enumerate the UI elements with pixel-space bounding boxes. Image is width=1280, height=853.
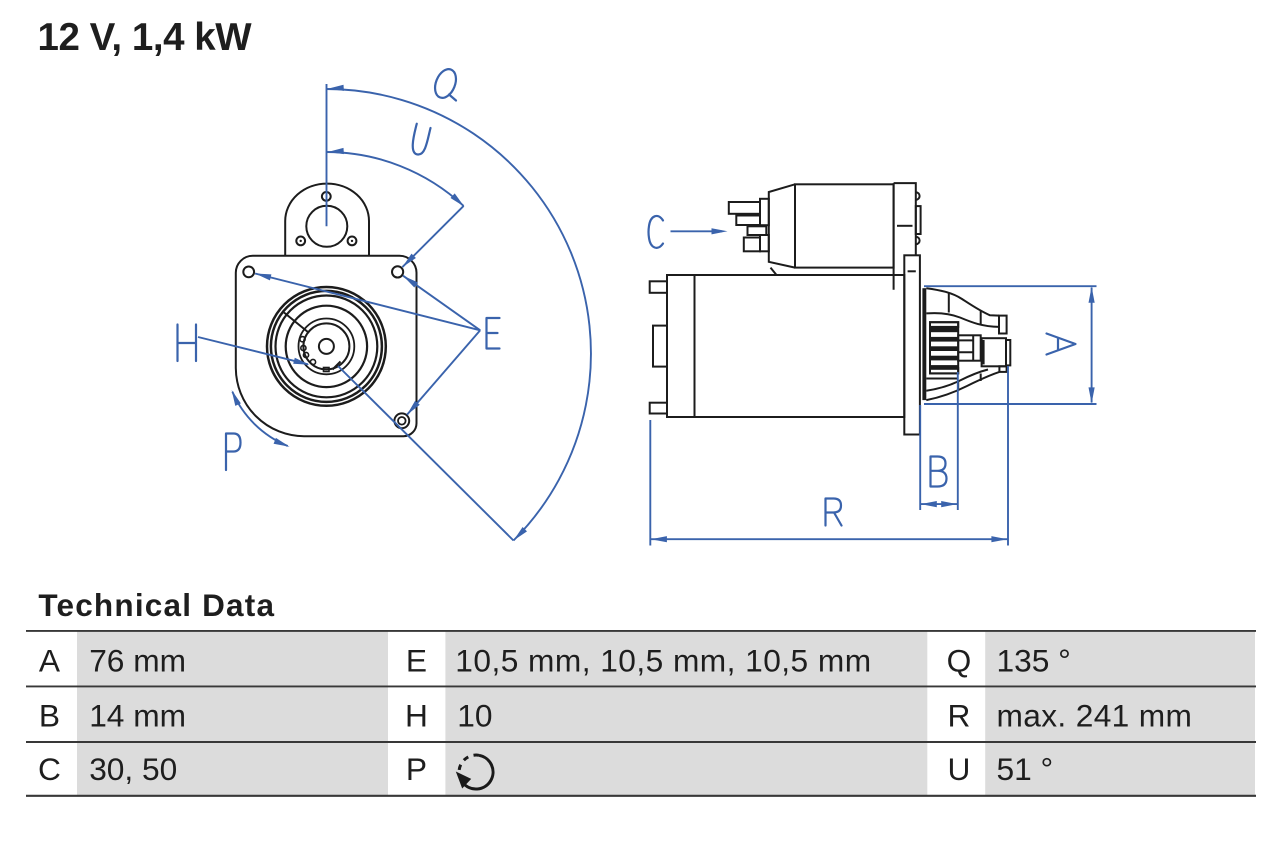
svg-text:P: P xyxy=(406,751,427,787)
svg-text:Q: Q xyxy=(947,643,972,679)
svg-text:76 mm: 76 mm xyxy=(89,643,186,679)
svg-text:10: 10 xyxy=(457,697,492,733)
svg-text:max. 241 mm: max. 241 mm xyxy=(997,697,1193,733)
svg-text:12 V, 1,4 kW: 12 V, 1,4 kW xyxy=(38,16,253,59)
svg-text:A: A xyxy=(39,643,61,679)
svg-text:H: H xyxy=(405,697,428,733)
svg-text:14 mm: 14 mm xyxy=(89,697,186,733)
svg-text:E: E xyxy=(406,643,427,679)
svg-text:10,5 mm, 10,5 mm, 10,5 mm: 10,5 mm, 10,5 mm, 10,5 mm xyxy=(455,643,871,679)
svg-text:30, 50: 30, 50 xyxy=(89,751,177,787)
svg-text:C: C xyxy=(38,751,61,787)
svg-text:B: B xyxy=(39,697,60,733)
svg-text:135 °: 135 ° xyxy=(997,643,1071,679)
svg-text:U: U xyxy=(948,751,971,787)
svg-text:Technical Data: Technical Data xyxy=(38,587,275,623)
svg-text:51 °: 51 ° xyxy=(997,751,1054,787)
svg-text:R: R xyxy=(948,697,971,733)
